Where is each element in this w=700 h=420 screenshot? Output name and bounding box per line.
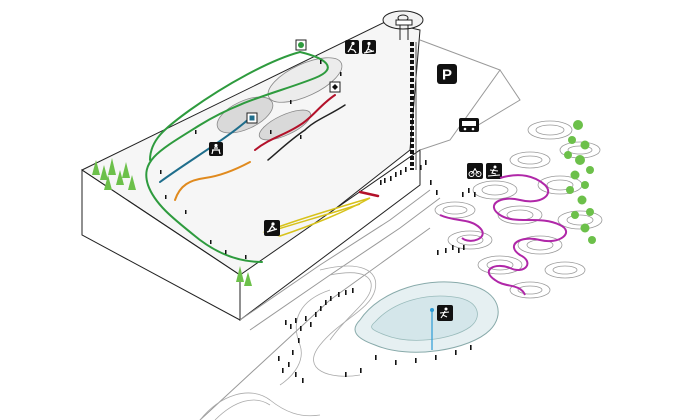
trees <box>92 120 596 286</box>
red-connector <box>358 190 380 198</box>
freestyle-skier-icon[interactable] <box>345 40 359 54</box>
crowd-bike-park <box>437 188 476 255</box>
crowd-rink <box>345 345 472 377</box>
trail-markers <box>246 39 341 124</box>
sled-icon[interactable] <box>264 220 280 236</box>
bus-icon[interactable] <box>459 118 479 132</box>
ski-hill <box>80 21 421 321</box>
skiers-on-hill <box>160 60 342 259</box>
blue-trail <box>159 117 251 183</box>
lower-contours <box>199 265 377 420</box>
green-trail <box>145 51 329 263</box>
mountain-bike-trail-branch <box>439 214 484 242</box>
trails <box>145 51 380 263</box>
hill-terrain <box>216 57 343 141</box>
green-trail-upper <box>149 51 301 161</box>
crowd-lower-left <box>278 288 354 383</box>
skier-pair-icon[interactable] <box>362 40 376 54</box>
orange-trail <box>174 161 251 201</box>
terrain-mound <box>216 96 274 134</box>
people <box>160 60 476 383</box>
terrain-mound <box>258 109 312 141</box>
parking-sign[interactable]: P <box>437 64 457 84</box>
ice-rink <box>354 281 499 353</box>
terrain-mound <box>267 57 343 103</box>
black-trail <box>267 104 346 161</box>
bike-park-terrain <box>434 120 603 299</box>
cross-country-skier-icon[interactable] <box>486 163 502 179</box>
ice-skater-icon[interactable] <box>437 305 453 321</box>
red-trail <box>254 94 336 151</box>
mountain-bike-trail <box>487 174 568 296</box>
snow-tubing-icon[interactable] <box>209 142 223 156</box>
crowd-lift-queue <box>380 160 438 195</box>
bicycle-icon[interactable] <box>467 163 483 179</box>
lift-tower <box>382 10 424 170</box>
parking-label: P <box>442 67 452 84</box>
sledding-lane <box>262 197 371 237</box>
